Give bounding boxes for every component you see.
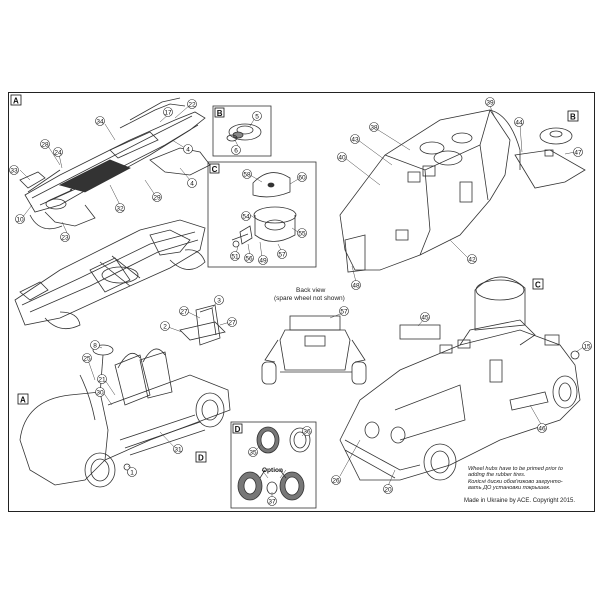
callout-45: 45 xyxy=(421,314,429,321)
callout-2: 2 xyxy=(163,323,167,330)
label-a-main: A xyxy=(13,97,19,106)
callout-27a: 27 xyxy=(180,308,188,315)
callout-51: 51 xyxy=(231,253,239,260)
callout-46: 46 xyxy=(538,425,546,432)
callout-6: 6 xyxy=(234,147,238,154)
note-line-3: Колісні диски обов'язково загрунто- xyxy=(468,478,563,485)
part-5-6-drawing xyxy=(226,123,262,142)
callout-57b: 57 xyxy=(340,308,348,315)
back-view-title: Back view xyxy=(296,287,326,294)
callout-43: 43 xyxy=(351,136,359,143)
label-a-chassis: A xyxy=(20,396,26,405)
callout-33: 33 xyxy=(10,167,18,174)
callout-48: 48 xyxy=(352,282,360,289)
callout-15: 15 xyxy=(583,343,591,350)
label-b-box: B xyxy=(217,109,223,118)
callout-27b: 27 xyxy=(228,319,236,326)
inset-box-c xyxy=(207,161,317,268)
option-label: Option xyxy=(262,467,283,474)
callout-23: 23 xyxy=(61,234,69,241)
label-b-turret: B xyxy=(570,113,576,122)
callout-55: 55 xyxy=(298,230,306,237)
note-line-2: adding the rubber tires. xyxy=(468,472,526,479)
callout-37: 37 xyxy=(268,498,276,505)
callout-17: 17 xyxy=(164,109,172,116)
copyright-text: Made in Ukraine by ACE. Copyright 2015. xyxy=(464,498,576,504)
chassis-frame-drawing xyxy=(19,97,211,230)
callout-38: 38 xyxy=(370,124,378,131)
wheel-hub-note: Wheel hubs have to be primed prior to ad… xyxy=(468,466,590,492)
turret-parts-drawing xyxy=(231,172,297,248)
callout-31: 31 xyxy=(174,446,182,453)
callout-47: 47 xyxy=(574,149,582,156)
open-chassis-car-drawing xyxy=(19,344,231,488)
callout-57a: 57 xyxy=(278,251,286,258)
armored-car-drawing xyxy=(339,276,581,481)
callout-34: 34 xyxy=(96,118,104,125)
label-c-car: C xyxy=(535,281,541,290)
callout-35: 35 xyxy=(249,449,257,456)
callout-44: 44 xyxy=(515,119,523,126)
callout-58: 58 xyxy=(243,171,251,178)
label-c-box: C xyxy=(212,165,218,174)
callout-21: 21 xyxy=(98,376,106,383)
leader-lines xyxy=(19,104,586,498)
note-line-1: Wheel hubs have to be primed prior to xyxy=(468,466,563,472)
callout-36: 36 xyxy=(303,428,311,435)
callout-30: 30 xyxy=(96,389,104,396)
callout-5: 5 xyxy=(255,113,259,120)
note-line-4: вать ДО установки покрышек. xyxy=(468,485,551,492)
armored-hull-drawing xyxy=(339,109,586,273)
section-labels: A B C D B C A D xyxy=(10,94,579,463)
callout-56: 56 xyxy=(245,255,253,262)
callout-39: 39 xyxy=(486,99,494,106)
callout-49: 49 xyxy=(259,257,267,264)
callout-26: 26 xyxy=(332,477,340,484)
callout-20: 20 xyxy=(384,486,392,493)
label-d-box: D xyxy=(235,425,241,434)
back-view-drawing xyxy=(261,315,367,385)
callout-numbers: 22 17 34 4 28 24 33 10 23 32 29 4 5 6 58… xyxy=(9,97,592,506)
callout-60: 60 xyxy=(298,174,306,181)
callout-3: 3 xyxy=(217,297,221,304)
wheels-drawing xyxy=(237,426,311,501)
callout-22: 22 xyxy=(188,101,196,108)
callout-29: 29 xyxy=(153,194,161,201)
callout-1: 1 xyxy=(130,469,134,476)
callout-24: 24 xyxy=(54,149,62,156)
callout-28: 28 xyxy=(41,141,49,148)
callout-4b: 4 xyxy=(190,180,194,187)
chassis-assembled-drawing xyxy=(14,219,206,330)
callout-25: 25 xyxy=(83,355,91,362)
callout-10: 10 xyxy=(16,216,24,223)
callout-8: 8 xyxy=(93,342,97,349)
callout-32: 32 xyxy=(116,205,124,212)
inset-box-b xyxy=(212,105,272,157)
callout-54: 54 xyxy=(242,213,250,220)
inset-box-d xyxy=(230,421,317,509)
label-d-chassis: D xyxy=(198,454,204,463)
back-view-subtitle: (spare wheel not shown) xyxy=(274,295,345,302)
callout-42: 42 xyxy=(468,256,476,263)
callout-4: 4 xyxy=(186,146,190,153)
callout-40: 40 xyxy=(338,154,346,161)
